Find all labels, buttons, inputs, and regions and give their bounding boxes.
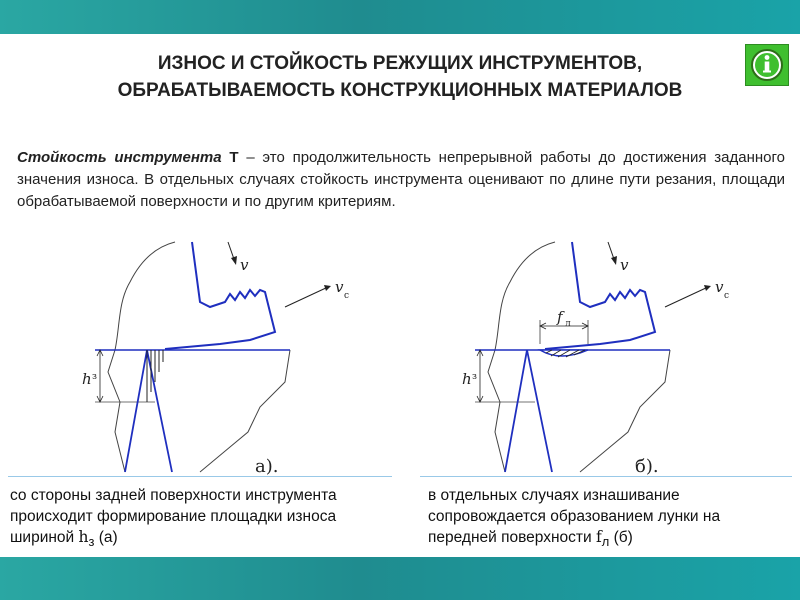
definition-symbol: Т bbox=[229, 149, 239, 166]
vc-sub-label: с bbox=[344, 291, 349, 301]
diagram-a-flank-wear: h з v v с а). bbox=[82, 241, 349, 477]
h-dimension-arrows bbox=[96, 349, 104, 403]
diagram-b-label: б). bbox=[635, 456, 659, 477]
crater-hatch bbox=[545, 349, 586, 358]
workpiece-outline-top bbox=[494, 241, 556, 351]
caption-left-subscript: з bbox=[88, 534, 95, 550]
workpiece-outline-right bbox=[199, 349, 291, 473]
tool-wedge bbox=[504, 349, 553, 473]
vc-label: v bbox=[335, 278, 344, 296]
h-sub-label: з bbox=[472, 372, 477, 382]
title-line-2: ОБРАБАТЫВАЕМОСТЬ КОНСТРУКЦИОННЫХ МАТЕРИА… bbox=[117, 80, 683, 101]
caption-left-rule bbox=[8, 476, 392, 477]
v-label: v bbox=[620, 256, 629, 274]
vc-arrow-head bbox=[704, 285, 711, 291]
vc-arrow-head bbox=[324, 285, 331, 291]
caption-right: в отдельных случаях изнашивание сопровож… bbox=[428, 485, 788, 552]
flank-wear-hatch bbox=[146, 350, 164, 402]
h-label: h bbox=[82, 370, 92, 388]
title-line-1: ИЗНОС И СТОЙКОСТЬ РЕЖУЩИХ ИНСТРУМЕНТОВ, bbox=[157, 53, 643, 74]
h-dimension-arrows bbox=[476, 349, 484, 403]
vc-arrow-line bbox=[284, 286, 329, 308]
diagram-b-crater-wear: f л h з v v с б). bbox=[462, 241, 729, 477]
definition-paragraph: Стойкость инструмента Т – это продолжите… bbox=[17, 147, 785, 213]
v-arrow-head bbox=[611, 256, 617, 265]
h-label: h bbox=[462, 370, 472, 388]
h-sub-label: з bbox=[92, 372, 97, 382]
f-dimension-arrows bbox=[539, 322, 589, 330]
workpiece-outline-right bbox=[579, 349, 671, 473]
f-sub-label: л bbox=[565, 319, 571, 329]
workpiece-outline-left bbox=[487, 349, 506, 473]
caption-right-rule bbox=[420, 476, 792, 477]
workpiece-outline-left bbox=[107, 349, 126, 473]
caption-left-symbol: h bbox=[78, 528, 89, 546]
caption-left: со стороны задней поверхности инструмент… bbox=[10, 485, 390, 552]
v-label: v bbox=[240, 256, 249, 274]
caption-left-tail: (а) bbox=[94, 529, 118, 546]
top-band bbox=[0, 0, 800, 34]
workpiece-outline-top bbox=[114, 241, 176, 351]
tool-wedge bbox=[124, 349, 173, 473]
vc-arrow-line bbox=[664, 286, 709, 308]
v-arrow-head bbox=[231, 256, 237, 265]
vc-sub-label: с bbox=[724, 291, 729, 301]
caption-left-text: со стороны задней поверхности инструмент… bbox=[10, 487, 337, 546]
page-title: ИЗНОС И СТОЙКОСТЬ РЕЖУЩИХ ИНСТРУМЕНТОВ, … bbox=[0, 50, 800, 104]
bottom-band bbox=[0, 557, 800, 600]
cutting-tool-edge bbox=[544, 241, 657, 350]
caption-right-subscript: л bbox=[601, 534, 610, 550]
vc-label: v bbox=[715, 278, 724, 296]
crater-outline bbox=[537, 349, 589, 357]
caption-right-symbol: f bbox=[596, 528, 602, 546]
cutting-tool-edge bbox=[164, 241, 277, 350]
diagram-a-label: а). bbox=[255, 456, 278, 477]
caption-right-tail: (б) bbox=[609, 529, 633, 546]
f-label: f bbox=[556, 308, 565, 326]
caption-right-text: в отдельных случаях изнашивание сопровож… bbox=[428, 487, 721, 546]
definition-term: Стойкость инструмента bbox=[17, 149, 222, 166]
definition-text: – это продолжительность непрерывной рабо… bbox=[17, 149, 785, 210]
info-icon[interactable] bbox=[745, 44, 789, 86]
